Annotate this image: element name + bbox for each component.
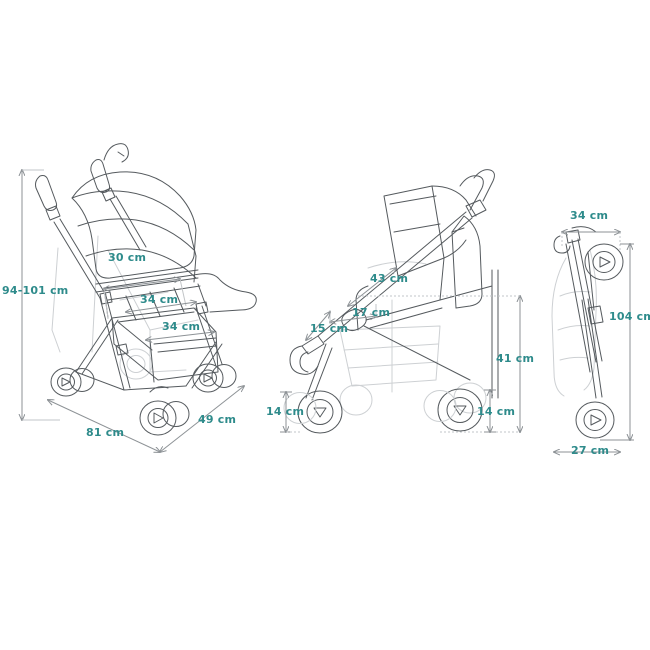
label-overall-length: 81 cm (86, 426, 125, 439)
view-side-art (283, 169, 499, 434)
view-folded-art (551, 226, 624, 439)
label-grip-length: 15 cm (310, 322, 349, 335)
label-seat-depth: 34 cm (162, 320, 201, 333)
label-rear-wheel-diameter: 14 cm (477, 405, 516, 418)
label-folded-depth: 27 cm (571, 444, 610, 457)
label-front-wheel-diameter: 14 cm (266, 405, 305, 418)
label-handle-height: 94-101 cm (2, 284, 69, 297)
dimension-lines (22, 170, 634, 452)
view-three-quarter-art (35, 143, 257, 436)
label-canopy-width: 30 cm (108, 251, 147, 264)
label-overall-width: 49 cm (198, 413, 237, 426)
label-backrest-length: 43 cm (370, 272, 409, 285)
label-folded-height: 104 cm (609, 310, 650, 323)
label-seat-height: 41 cm (496, 352, 535, 365)
label-seat-width: 34 cm (140, 293, 179, 306)
label-folded-width: 34 cm (570, 209, 609, 222)
label-handle-offset: 17 cm (352, 306, 391, 319)
